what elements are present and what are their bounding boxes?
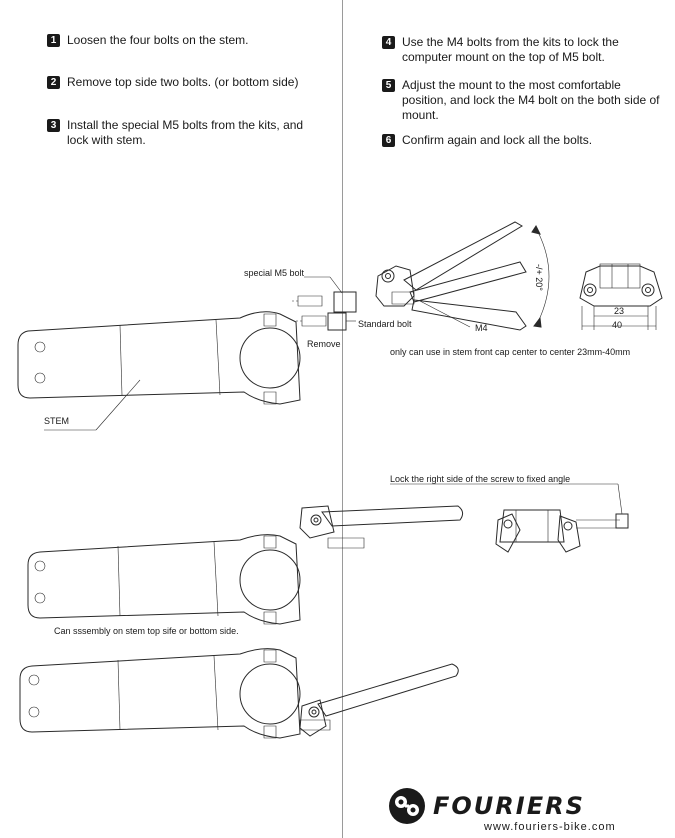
- label-dimension-40: 40: [612, 320, 623, 330]
- label-angle: -/+ 20°: [534, 264, 544, 291]
- label-lock-note: Lock the right side of the screw to fixe…: [390, 474, 571, 484]
- step-text: Confirm again and lock all the bolts.: [402, 133, 593, 147]
- brand-name: FOURIERS: [433, 792, 585, 820]
- label-stem: STEM: [44, 416, 70, 426]
- step-number: 1: [47, 34, 60, 47]
- mount-drawing-top: [375, 221, 550, 331]
- step-6: 6 Confirm again and lock all the bolts.: [382, 133, 652, 148]
- stem-drawing-top: [17, 276, 357, 431]
- stem-drawing-bottom: [19, 648, 459, 739]
- step-text: Install the special M5 bolts from the ki…: [67, 118, 304, 147]
- label-standard-bolt: Standard bolt: [358, 319, 412, 329]
- step-text: Loosen the four bolts on the stem.: [67, 33, 249, 47]
- step-2: 2 Remove top side two bolts. (or bottom …: [47, 75, 337, 90]
- step-number: 6: [382, 134, 395, 147]
- mount-front-view-top: [579, 263, 663, 330]
- step-text: Adjust the mount to the most comfortable…: [402, 78, 660, 122]
- step-number: 3: [47, 119, 60, 132]
- label-remove: Remove: [307, 339, 341, 349]
- step-3: 3 Install the special M5 bolts from the …: [47, 118, 317, 148]
- label-dimension-23: 23: [614, 306, 625, 316]
- page-fold-line: [342, 0, 343, 838]
- step-1: 1 Loosen the four bolts on the stem.: [47, 33, 327, 48]
- step-4: 4 Use the M4 bolts from the kits to lock…: [382, 35, 632, 65]
- stem-drawing-middle: [27, 505, 464, 625]
- label-assembly-note: Can sssembly on stem top sife or bottom …: [54, 626, 239, 636]
- label-range-note: only can use in stem front cap center to…: [390, 347, 631, 357]
- step-number: 4: [382, 36, 395, 49]
- step-number: 5: [382, 79, 395, 92]
- website-url: www.fouriers-bike.com: [484, 821, 616, 833]
- brand-logo: FOURIERS: [387, 786, 585, 826]
- label-m4: M4: [475, 323, 488, 333]
- step-number: 2: [47, 76, 60, 89]
- step-text: Remove top side two bolts. (or bottom si…: [67, 75, 299, 89]
- step-text: Use the M4 bolts from the kits to lock t…: [402, 35, 619, 64]
- label-special-m5-bolt: special M5 bolt: [244, 268, 305, 278]
- step-5: 5 Adjust the mount to the most comfortab…: [382, 78, 667, 123]
- mount-side-view-middle: [390, 483, 629, 553]
- fouriers-logo-icon: [389, 788, 425, 824]
